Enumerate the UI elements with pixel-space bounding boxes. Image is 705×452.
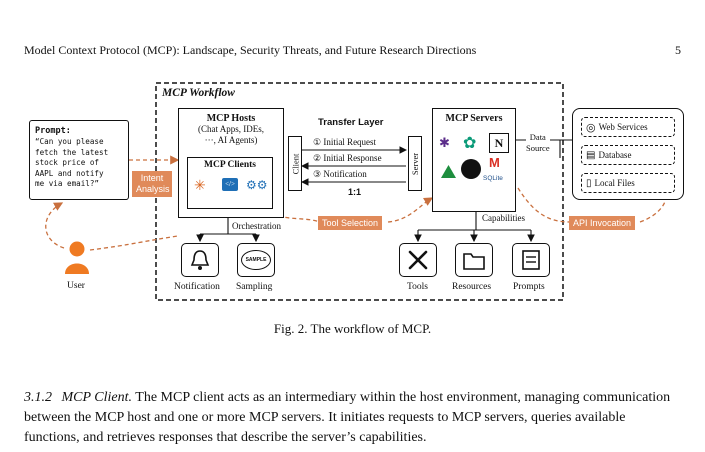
mcp-workflow-figure: MCP Workflow Prompt: “Can you please fet…	[29, 82, 684, 301]
figure-caption: Fig. 2. The workflow of MCP.	[273, 321, 432, 336]
mcp-clients-box: MCP Clients ✳ </> ⚙⚙	[187, 157, 273, 209]
workflow-title: MCP Workflow	[162, 87, 235, 99]
tools-icon	[408, 250, 428, 270]
step-notification: ③ Notification	[313, 169, 367, 179]
sampling-box: SAMPLE	[237, 243, 275, 277]
source-web-services: ◎ Web Services	[581, 117, 675, 137]
api-invocation-tag: API Invocation	[569, 216, 636, 230]
tool-selection-tag: Tool Selection	[318, 216, 383, 230]
agent-icon: ⚙⚙	[246, 178, 268, 192]
prompt-label: Prompt:	[35, 126, 71, 136]
sample-stamp-icon: SAMPLE	[241, 250, 271, 270]
source-database-label: Database	[598, 150, 632, 160]
github-icon	[461, 159, 481, 179]
client-bar-label: Client	[290, 153, 300, 174]
source-local-files-label: Local Files	[594, 178, 635, 188]
section-paragraph: 3.1.2 MCP Client. The MCP client acts as…	[24, 388, 684, 448]
client-bar: Client	[288, 136, 302, 191]
notion-icon: N	[489, 133, 509, 153]
globe-icon: ◎	[586, 121, 596, 134]
step-initial-response: ② Initial Response	[313, 153, 382, 163]
prompt-text: “Can you please fetch the latest stock p…	[35, 137, 109, 188]
section-body: The MCP client acts as an intermediary w…	[24, 390, 671, 445]
transfer-layer-title: Transfer Layer	[318, 117, 384, 128]
code-ide-icon: </>	[222, 178, 238, 191]
capabilities-label: Capabilities	[482, 213, 525, 223]
folder-icon	[463, 253, 485, 270]
user-icon	[64, 240, 90, 276]
slack-icon: ✱	[439, 135, 450, 150]
file-icon: ▯	[586, 177, 592, 189]
hosts-subtitle: (Chat Apps, IDEs, ···, AI Agents)	[198, 124, 264, 145]
claude-icon: ✳	[194, 179, 206, 194]
mcp-hosts-box: MCP Hosts (Chat Apps, IDEs, ···, AI Agen…	[178, 108, 284, 218]
step-initial-request: ① Initial Request	[313, 137, 377, 147]
mcp-servers-box: MCP Servers ✱ ✿ N M SQLite	[432, 108, 516, 212]
notification-box	[181, 243, 219, 277]
orchestration-label: Orchestration	[232, 221, 281, 231]
google-drive-icon	[441, 165, 456, 178]
intent-analysis-tag: Intent Analysis	[132, 171, 172, 197]
hosts-title: MCP Hosts	[206, 113, 256, 124]
bell-icon	[190, 250, 210, 270]
notification-label: Notification	[174, 282, 220, 292]
prompts-box	[512, 243, 550, 277]
prompts-label: Prompts	[513, 282, 545, 292]
server-bar: Server	[408, 136, 422, 191]
prompt-template-icon	[522, 250, 540, 270]
ratio-label: 1:1	[348, 187, 362, 197]
section-heading: MCP Client.	[61, 390, 133, 405]
gmail-icon: M	[489, 155, 500, 170]
prompt-box: Prompt: “Can you please fetch the latest…	[29, 120, 129, 200]
clients-title: MCP Clients	[204, 160, 256, 170]
user-label: User	[67, 281, 85, 291]
sampling-label: Sampling	[236, 282, 273, 292]
running-header-title: Model Context Protocol (MCP): Landscape,…	[24, 43, 477, 57]
resources-label: Resources	[452, 282, 492, 292]
resources-box	[455, 243, 493, 277]
openai-icon: ✿	[463, 135, 477, 152]
tools-label: Tools	[407, 282, 428, 292]
database-icon: ▤	[586, 149, 596, 161]
source-database: ▤ Database	[581, 145, 675, 165]
source-web-services-label: Web Services	[598, 122, 648, 132]
sqlite-icon: SQLite	[483, 175, 503, 182]
source-local-files: ▯ Local Files	[581, 173, 675, 193]
data-sources-panel: ◎ Web Services ▤ Database ▯ Local Files	[572, 108, 684, 200]
section-number: 3.1.2	[24, 390, 52, 405]
server-bar-label: Server	[410, 152, 420, 175]
page-number: 5	[675, 43, 681, 57]
data-source-label: Data Source	[526, 132, 550, 154]
servers-title: MCP Servers	[445, 113, 503, 124]
tools-box	[399, 243, 437, 277]
